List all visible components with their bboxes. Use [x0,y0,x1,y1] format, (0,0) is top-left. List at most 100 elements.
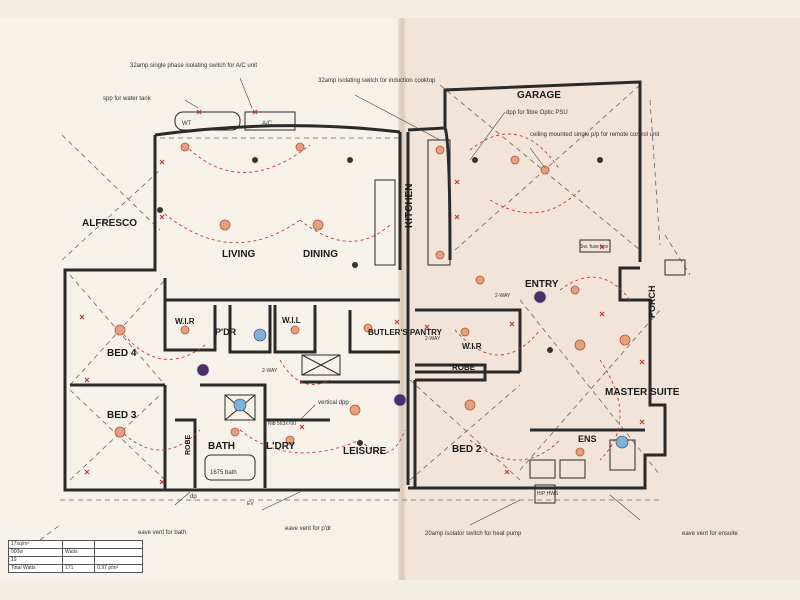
note-ac-isolator: 32amp single phase isolating switch for … [130,63,257,69]
note-induction-isolator: 32amp isolating switch for induction coo… [318,78,436,84]
room-label-dining: DINING [303,249,338,260]
room-label-robe-left: ROBE [185,434,192,455]
label-meter-box: Sw. fuse box [580,244,609,250]
table-cell: Watts [62,548,96,557]
label-dp: dp [190,494,197,500]
ceiling-point [597,157,603,163]
room-label-porch: PORCH [647,285,657,318]
light-fitting [574,339,586,351]
note-dpp-fibre: dpp for fibre Optic PSU [506,110,568,116]
ceiling-point [347,157,353,163]
label-heat-pump: H/P HWS [537,491,559,497]
light-fitting [295,142,305,152]
light-fitting [475,275,485,285]
room-label-bed2: BED 2 [452,444,482,455]
room-label-wil: W.I.L [282,316,301,325]
roof-lines [39,84,691,541]
table-row: 17sq/m² [7,540,143,549]
porch-post [664,259,686,276]
table-row: Total Watts 171 0.97 p/m² [7,564,143,573]
light-fitting [219,219,231,231]
wiring-circuits [119,133,631,461]
light-fitting [619,334,631,346]
room-label-entry: ENTRY [525,279,559,290]
table-cell: 0.97 p/m² [94,564,143,573]
light-fitting [435,250,445,260]
smoke-detectors [196,290,547,407]
note-eave-vent-bath: eave vent for bath [138,530,186,536]
light-fitting [349,404,361,416]
leader-lines [174,77,641,526]
label-water-tank: WT [182,121,192,127]
table-cell: 17sq/m² [7,540,64,549]
light-fitting [575,447,585,457]
light-fittings [114,142,631,457]
note-eave-vent-pdr: eave vent for p'dr [285,526,331,532]
ens-vanity-1 [529,459,556,479]
light-fitting [290,325,300,335]
exhaust-fans [233,328,629,449]
table-cell [94,548,143,557]
table-cell [94,540,143,549]
room-label-laundry: L'DRY [266,441,296,452]
note-eave-vent-ensuite: eave vent for ensuite [682,531,738,537]
label-ac: A/C [262,121,273,127]
room-label-alfresco: ALFRESCO [82,218,137,229]
note-spp-water-tank: spp for water tank [103,96,152,102]
note-two-way-3: 2-WAY [425,336,441,342]
ceiling-point [352,262,358,268]
kitchen-island [374,179,396,266]
light-fitting [363,323,373,333]
ceiling-point [547,347,553,353]
ac-unit [244,111,296,131]
light-fitting [435,145,445,155]
fixtures [174,111,686,504]
meter-box [579,239,611,253]
room-label-master-suite: MASTER SUITE [605,387,680,398]
room-label-bath: BATH [208,441,235,452]
light-fitting [114,324,126,336]
smoke-detector-icon [393,393,407,407]
note-heat-pump-isolator: 20amp isolator switch for heat pump [425,531,522,537]
note-bath-size: 1675 bath [210,470,237,476]
table-row: 900w Watts [7,548,143,557]
light-fitting [312,219,324,231]
room-label-bed4: BED 4 [107,348,137,359]
light-fitting [180,325,190,335]
table-cell [62,556,96,565]
paper-fold [398,18,406,580]
exhaust-fan-icon [233,398,247,412]
room-label-wir-right: W.I.R [462,342,482,351]
bath-tub [204,454,256,481]
table-cell [62,540,96,549]
paper-right-half [402,18,800,580]
ceiling-point [252,157,258,163]
table-cell: 900w [7,548,64,557]
ceiling-points [157,157,603,446]
smoke-detector-icon [533,290,547,304]
note-two-way-1: 2-WAY [262,368,278,374]
light-fitting [464,399,476,411]
ceiling-point [472,157,478,163]
room-label-pdr: P'DR [215,327,237,337]
room-label-butlers-pantry: BUTLER'S PANTRY [368,328,443,337]
ceiling-point [357,440,363,446]
light-fitting [540,165,550,175]
table-cell: 171 [62,564,96,573]
room-label-leisure: LEISURE [343,446,387,457]
label-ev: EV [247,501,254,507]
heat-pump-box [534,484,556,504]
water-tank [174,111,241,131]
light-fitting [570,285,580,295]
table-cell [94,556,143,565]
room-label-bed3: BED 3 [107,410,137,421]
table-row: 19 [7,556,143,565]
ceiling-point [157,207,163,213]
table-cell: Total Watts [7,564,64,573]
table-cell: 19 [7,556,64,565]
light-fitting [114,426,126,438]
legend-table: 17sq/m² 900w Watts 19 Total Watts 171 0.… [7,540,143,573]
light-fitting [510,155,520,165]
